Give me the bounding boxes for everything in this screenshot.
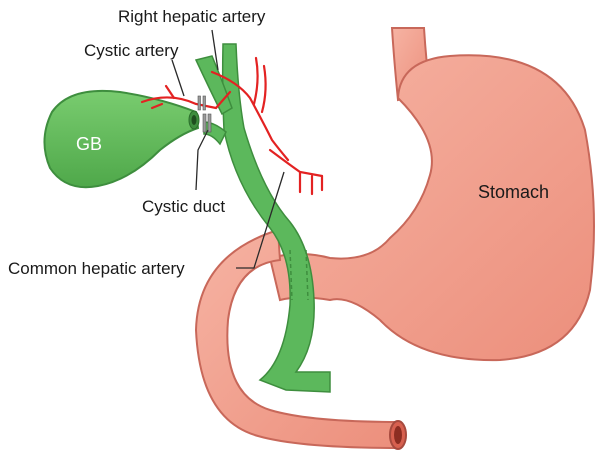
- stomach-label: Stomach: [478, 182, 549, 202]
- common-hepatic-artery: [270, 150, 322, 176]
- clip-icon: [203, 114, 206, 132]
- stomach: [270, 55, 594, 360]
- common-bile-duct: [223, 44, 330, 392]
- right-hepatic-artery-label: Right hepatic artery: [118, 7, 266, 26]
- cystic-duct-label: Cystic duct: [142, 197, 225, 216]
- gallbladder: [44, 91, 198, 187]
- gallbladder-group: GB: [44, 91, 211, 187]
- common-hepatic-artery-label: Common hepatic artery: [8, 259, 185, 278]
- cystic-artery-label: Cystic artery: [84, 41, 179, 60]
- leader-cystic-duct: [196, 130, 208, 190]
- artery-clip-icon: [198, 96, 201, 110]
- gb-label: GB: [76, 134, 102, 154]
- clip-icon: [208, 114, 211, 132]
- artery-clip-icon: [203, 96, 206, 110]
- cystic-duct-shape: [204, 122, 226, 144]
- leader-cystic-artery: [172, 60, 184, 96]
